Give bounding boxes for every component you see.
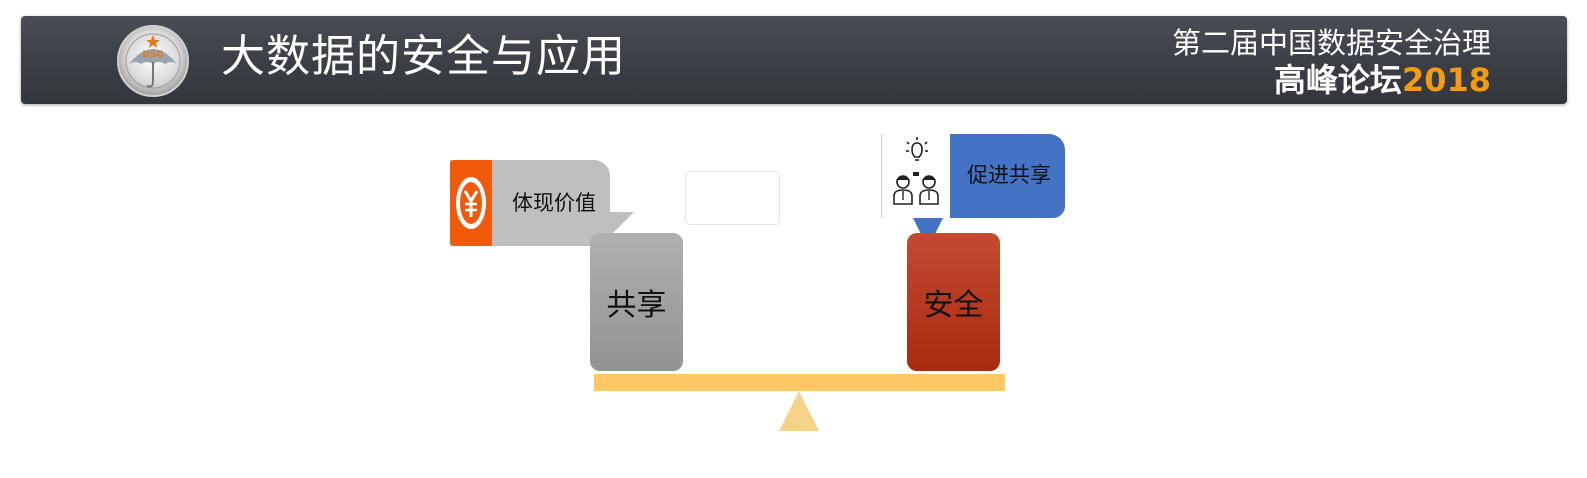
- dsg-logo-icon: DSG: [116, 24, 190, 98]
- share-block: 共享: [590, 233, 683, 371]
- value-callout-label: 体现价值: [512, 191, 596, 215]
- balance-fulcrum: [779, 391, 819, 431]
- yen-coin-icon: [450, 160, 492, 246]
- balance-beam: [594, 374, 1005, 391]
- promote-callout-label: 促进共享: [967, 163, 1051, 187]
- forum-title: 第二届中国数据安全治理: [1171, 26, 1491, 60]
- forum-year: 2018: [1401, 61, 1491, 99]
- security-block: 安全: [907, 233, 1000, 371]
- empty-placeholder-box: [685, 171, 780, 225]
- header-banner: DSG 大数据的安全与应用 第二届中国数据安全治理 高峰论坛2018: [21, 16, 1567, 104]
- share-block-label: 共享: [606, 288, 667, 323]
- forum-name: 高峰论坛: [1273, 61, 1402, 99]
- page-title: 大数据的安全与应用: [221, 31, 626, 82]
- security-block-label: 安全: [923, 288, 984, 323]
- team-idea-icon: [881, 134, 950, 218]
- logo-text: DSG: [142, 50, 163, 60]
- forum-subtitle: 高峰论坛2018: [1274, 61, 1491, 99]
